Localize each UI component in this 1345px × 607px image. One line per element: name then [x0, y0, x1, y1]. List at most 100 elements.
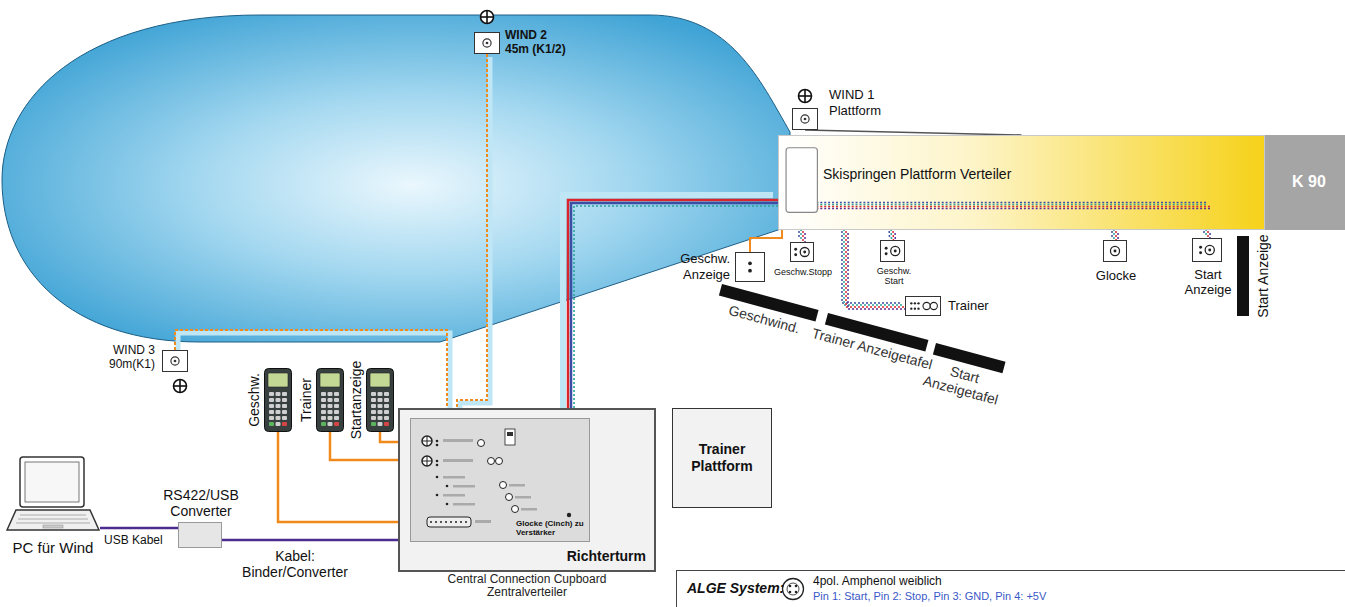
sensor-icon — [163, 351, 187, 371]
node-text: Glocke (Cinch) zu Verstärker — [516, 519, 584, 537]
landing-hill — [2, 15, 790, 342]
cable-strand — [278, 432, 410, 522]
text-holder: Geschw. — [246, 373, 262, 427]
node-text: Geschw. Anzeige — [680, 251, 730, 282]
bell-device: Glocke — [1103, 240, 1127, 262]
node-text: Trainer Plattform — [691, 441, 752, 474]
cable — [100, 528, 178, 529]
text-holder: WIND 3 90m(K1) — [91, 343, 155, 371]
cable-strand — [890, 229, 892, 239]
handheld-remote: Geschw. — [264, 368, 292, 432]
node-text: Geschw. Start — [877, 266, 912, 286]
text-holder: WIND 2 45m (K1/2) — [505, 28, 571, 56]
cable-strand — [100, 527, 178, 530]
text-holder: ALGE System: — [687, 580, 784, 596]
text-holder: Central Connection Cupboard Zentralverte… — [436, 573, 618, 599]
laptop-illustration — [6, 455, 100, 533]
node-text: ALGE System: — [687, 580, 784, 596]
text-holder: Geschw.Stopp — [771, 267, 835, 277]
free-label: Kabel: Binder/Converter — [242, 548, 348, 580]
node-text: Geschw.Stopp — [774, 267, 832, 277]
node-text: Startanzeige — [348, 361, 364, 440]
cable-strand — [800, 229, 802, 241]
text-holder: Start Anzeige — [1181, 267, 1235, 297]
text-holder: 4pol. Amphenol weiblich — [813, 574, 942, 588]
text-holder: PC für Wind — [2, 539, 104, 556]
amphenol-connector-icon — [781, 577, 805, 601]
node-text: Glocke — [1096, 268, 1136, 283]
node-text: Pin 1: Start, Pin 2: Stop, Pin 3: GND, P… — [813, 590, 1046, 602]
display-board: Start Anzeige — [1237, 236, 1249, 316]
text-holder: Start Anzeigetafel — [916, 355, 1009, 409]
text-holder: Trainer Plattform — [677, 441, 767, 475]
trainer-connector-icon — [906, 297, 940, 315]
hill-size-box: K 90 — [1265, 135, 1345, 230]
node-text: WIND 3 90m(K1) — [109, 343, 155, 371]
display-board: Geschwind. — [719, 284, 819, 321]
cable-strand — [222, 539, 410, 542]
node-text: WIND 2 45m (K1/2) — [505, 28, 566, 56]
handheld-device — [316, 368, 344, 432]
cable — [222, 540, 410, 541]
text-holder: Glocke — [1092, 268, 1140, 283]
edge-label: USB Kabel — [102, 533, 165, 547]
node-text: Richterturm — [567, 548, 646, 564]
text-holder: Geschw. Anzeige — [668, 251, 730, 283]
device-icon — [1104, 241, 1126, 261]
node-text: 4pol. Amphenol weiblich — [813, 574, 942, 588]
device-icon — [1193, 239, 1221, 261]
node-text: Trainer — [298, 378, 314, 422]
sensor-icon — [793, 109, 817, 129]
device-icon — [791, 243, 813, 261]
text-holder: Trainer — [948, 298, 989, 313]
handheld-remote: Trainer — [316, 368, 344, 432]
speed-start-device: Geschw. Start — [880, 240, 905, 262]
cable — [750, 230, 782, 252]
platform-distributor-band: Skispringen Plattform Verteiler — [778, 135, 1265, 230]
cable-strand — [460, 57, 490, 421]
node-text: Central Connection Cupboard Zentralverte… — [448, 572, 607, 599]
start-display-device: Start Anzeige — [1192, 238, 1222, 262]
node-text: WIND 1 Plattform — [829, 87, 881, 118]
distributor-cables — [779, 136, 1264, 229]
cable-note: Kabel: Binder/Converter — [240, 548, 350, 580]
text-holder: K 90 — [1265, 173, 1345, 191]
cable-strand — [1113, 229, 1115, 239]
wind-sensor: WIND 1 Plattform — [792, 108, 818, 130]
cable-strand — [750, 230, 782, 252]
text-holder: Geschw. Start — [869, 266, 919, 286]
connection-panel: Glocke (Cinch) zu Verstärker — [410, 418, 590, 542]
node-text: Skispringen Plattform Verteiler — [823, 166, 1011, 182]
trainer-platform-box: Trainer Plattform — [672, 408, 772, 508]
converter-box: RS422/USB Converter — [178, 522, 222, 548]
sensor-icon — [475, 33, 499, 53]
text-holder: Trainer Anzeigetafel — [810, 325, 934, 373]
text-holder: Trainer — [298, 378, 314, 422]
trainer-device: Trainer — [905, 296, 941, 316]
handheld-device — [264, 368, 292, 432]
speed-display-device: Geschw. Anzeige — [735, 252, 765, 282]
pc-laptop: PC für Wind — [6, 455, 100, 533]
text-holder: Pin 1: Start, Pin 2: Stop, Pin 3: GND, P… — [813, 590, 1046, 602]
node-text: Geschw. — [246, 373, 262, 427]
text-holder: Richterturm — [567, 548, 646, 564]
wind-sensor: WIND 2 45m (K1/2) — [474, 32, 500, 54]
connector-legend-box: ALGE System: 4pol. Amphenol weiblichPin 1… — [676, 570, 1345, 607]
device-icon — [881, 241, 904, 261]
text-holder: Startanzeige — [348, 361, 364, 440]
node-text: Trainer — [948, 298, 989, 313]
text-holder: Glocke (Cinch) zu Verstärker — [516, 519, 584, 537]
display-board: Trainer Anzeigetafel — [825, 313, 929, 352]
text-holder: Skispringen Plattform Verteiler — [823, 166, 1011, 182]
text-holder: Geschwind. — [714, 298, 815, 339]
node-text: Trainer Anzeigetafel — [810, 325, 934, 373]
node-text: Start Anzeige — [1185, 267, 1232, 297]
display-board: Start Anzeigetafel — [933, 343, 1006, 373]
text-holder: RS422/USB Converter — [155, 487, 247, 519]
node-text: Geschwind. — [727, 302, 802, 336]
cable-strand — [457, 54, 487, 418]
node-text: PC für Wind — [13, 539, 94, 556]
handheld-remote: Startanzeige — [366, 368, 394, 432]
